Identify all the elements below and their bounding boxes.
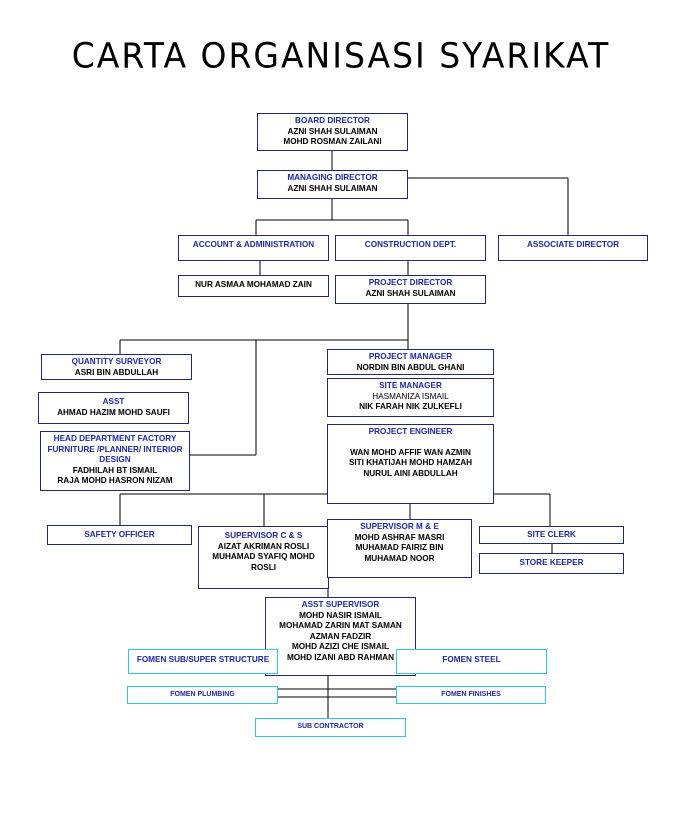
project-engineer-name: SITI KHATIJAH MOHD HAMZAH [348,458,473,468]
supervisor-cs-box: SUPERVISOR C & S AIZAT AKRIMAN ROSLI MUH… [198,526,329,589]
supervisor-cs-name: AIZAT AKRIMAN ROSLI [217,541,310,551]
site-manager-name: HASMANIZA ISMAIL [372,391,449,401]
quantity-surveyor-box: QUANTITY SURVEYOR ASRI BIN ABDULLAH [41,354,192,380]
board-director-name: AZNI SHAH SULAIMAN [287,126,378,136]
asst-heading: ASST [102,397,125,406]
site-manager-name: NIK FARAH NIK ZULKEFLI [359,402,462,412]
project-manager-heading: PROJECT MANAGER [368,352,453,361]
site-clerk-heading: SITE CLERK [527,530,576,539]
supervisor-me-name: MUHAMAD NOOR [364,553,435,563]
head-department-name: FADHILAH BT ISMAIL [72,465,158,475]
asst-supervisor-heading: ASST SUPERVISOR [301,600,380,609]
managing-director-name: AZNI SHAH SULAIMAN [287,183,378,193]
managing-director-heading: MANAGING DIRECTOR [287,173,378,182]
account-admin-heading: ACCOUNT & ADMINISTRATION [192,240,315,249]
fomen-plumbing-box: FOMEN PLUMBING [127,686,278,704]
head-department-heading: FURNITURE /PLANNER/ INTERIOR [47,444,183,454]
construction-dept-box: CONSTRUCTION DEPT. [335,235,486,261]
asst-supervisor-name: MOHD AZIZI CHE ISMAIL [291,642,390,652]
project-engineer-name: NURUL AINI ABDULLAH [363,468,458,478]
asst-box: ASST AHMAD HAZIM MOHD SAUFI [38,392,189,424]
project-director-box: PROJECT DIRECTOR AZNI SHAH SULAIMAN [335,275,486,304]
asst-supervisor-name: MOHAMAD ZARIN MAT SAMAN [279,621,402,631]
project-engineer-heading: PROJECT ENGINEER [368,427,453,436]
managing-director-box: MANAGING DIRECTOR AZNI SHAH SULAIMAN [257,170,408,199]
fomen-finishes-box: FOMEN FINISHES [396,686,546,704]
sub-contractor-heading: SUB CONTRACTOR [297,723,364,730]
fomen-steel-box: FOMEN STEEL [396,649,547,674]
fomen-plumbing-heading: FOMEN PLUMBING [170,691,235,698]
asst-supervisor-name: MOHD NASIR ISMAIL [299,610,382,620]
associate-director-heading: ASSOCIATE DIRECTOR [526,240,620,249]
project-manager-box: PROJECT MANAGER NORDIN BIN ABDUL GHANI [327,349,494,375]
construction-dept-heading: CONSTRUCTION DEPT. [364,240,457,249]
head-department-heading: DESIGN [99,455,131,465]
supervisor-cs-name: MUHAMAD SYAFIQ MOHD [212,552,315,562]
asst-supervisor-name: MOHD IZANI ABD RAHMAN [286,652,395,662]
project-director-name: AZNI SHAH SULAIMAN [365,288,456,298]
project-director-heading: PROJECT DIRECTOR [368,278,453,287]
asst-supervisor-name: AZMAN FADZIR [309,631,372,641]
supervisor-me-name: MOHD ASHRAF MASRI [354,532,445,542]
account-staff-name: NUR ASMAA MOHAMAD ZAIN [195,280,312,289]
safety-officer-box: SAFETY OFFICER [47,525,192,545]
store-keeper-box: STORE KEEPER [479,553,624,574]
head-department-name: RAJA MOHD HASRON NIZAM [57,476,173,486]
board-director-name: MOHD ROSMAN ZAILANI [283,137,382,147]
asst-supervisor-box: ASST SUPERVISOR MOHD NASIR ISMAIL MOHAMA… [265,597,416,676]
site-clerk-box: SITE CLERK [479,526,624,544]
fomen-sub-structure-heading: FOMEN SUB/SUPER STRUCTURE [136,655,270,664]
board-director-heading: BOARD DIRECTOR [295,116,370,125]
quantity-surveyor-heading: QUANTITY SURVEYOR [71,357,162,366]
site-manager-box: SITE MANAGER HASMANIZA ISMAIL NIK FARAH … [327,378,494,417]
head-department-heading: HEAD DEPARTMENT FACTORY [53,434,177,443]
fomen-steel-heading: FOMEN STEEL [442,655,501,664]
supervisor-me-heading: SUPERVISOR M & E [360,522,439,531]
account-admin-box: ACCOUNT & ADMINISTRATION [178,235,329,261]
asst-name: AHMAD HAZIM MOHD SAUFI [57,407,170,417]
associate-director-box: ASSOCIATE DIRECTOR [498,235,648,261]
page-title: CARTA ORGANISASI SYARIKAT [71,35,611,76]
board-director-box: BOARD DIRECTOR AZNI SHAH SULAIMAN MOHD R… [257,113,408,151]
supervisor-cs-heading: SUPERVISOR C & S [224,531,303,540]
project-engineer-name: WAN MOHD AFFIF WAN AZMIN [350,447,471,457]
account-staff-box: NUR ASMAA MOHAMAD ZAIN [178,275,329,297]
fomen-sub-structure-box: FOMEN SUB/SUPER STRUCTURE [128,649,278,674]
fomen-finishes-heading: FOMEN FINISHES [441,691,501,698]
supervisor-me-name: MUHAMAD FAIRIZ BIN [355,543,444,553]
supervisor-cs-name: ROSLI [250,562,277,572]
sub-contractor-box: SUB CONTRACTOR [255,718,406,737]
safety-officer-heading: SAFETY OFFICER [84,530,155,539]
quantity-surveyor-name: ASRI BIN ABDULLAH [74,367,159,377]
project-engineer-box: PROJECT ENGINEER WAN MOHD AFFIF WAN AZMI… [327,424,494,504]
supervisor-me-box: SUPERVISOR M & E MOHD ASHRAF MASRI MUHAM… [327,519,472,578]
head-department-box: HEAD DEPARTMENT FACTORY FURNITURE /PLANN… [40,431,190,491]
site-manager-heading: SITE MANAGER [379,381,442,390]
store-keeper-heading: STORE KEEPER [519,558,584,567]
project-manager-name: NORDIN BIN ABDUL GHANI [356,362,465,372]
